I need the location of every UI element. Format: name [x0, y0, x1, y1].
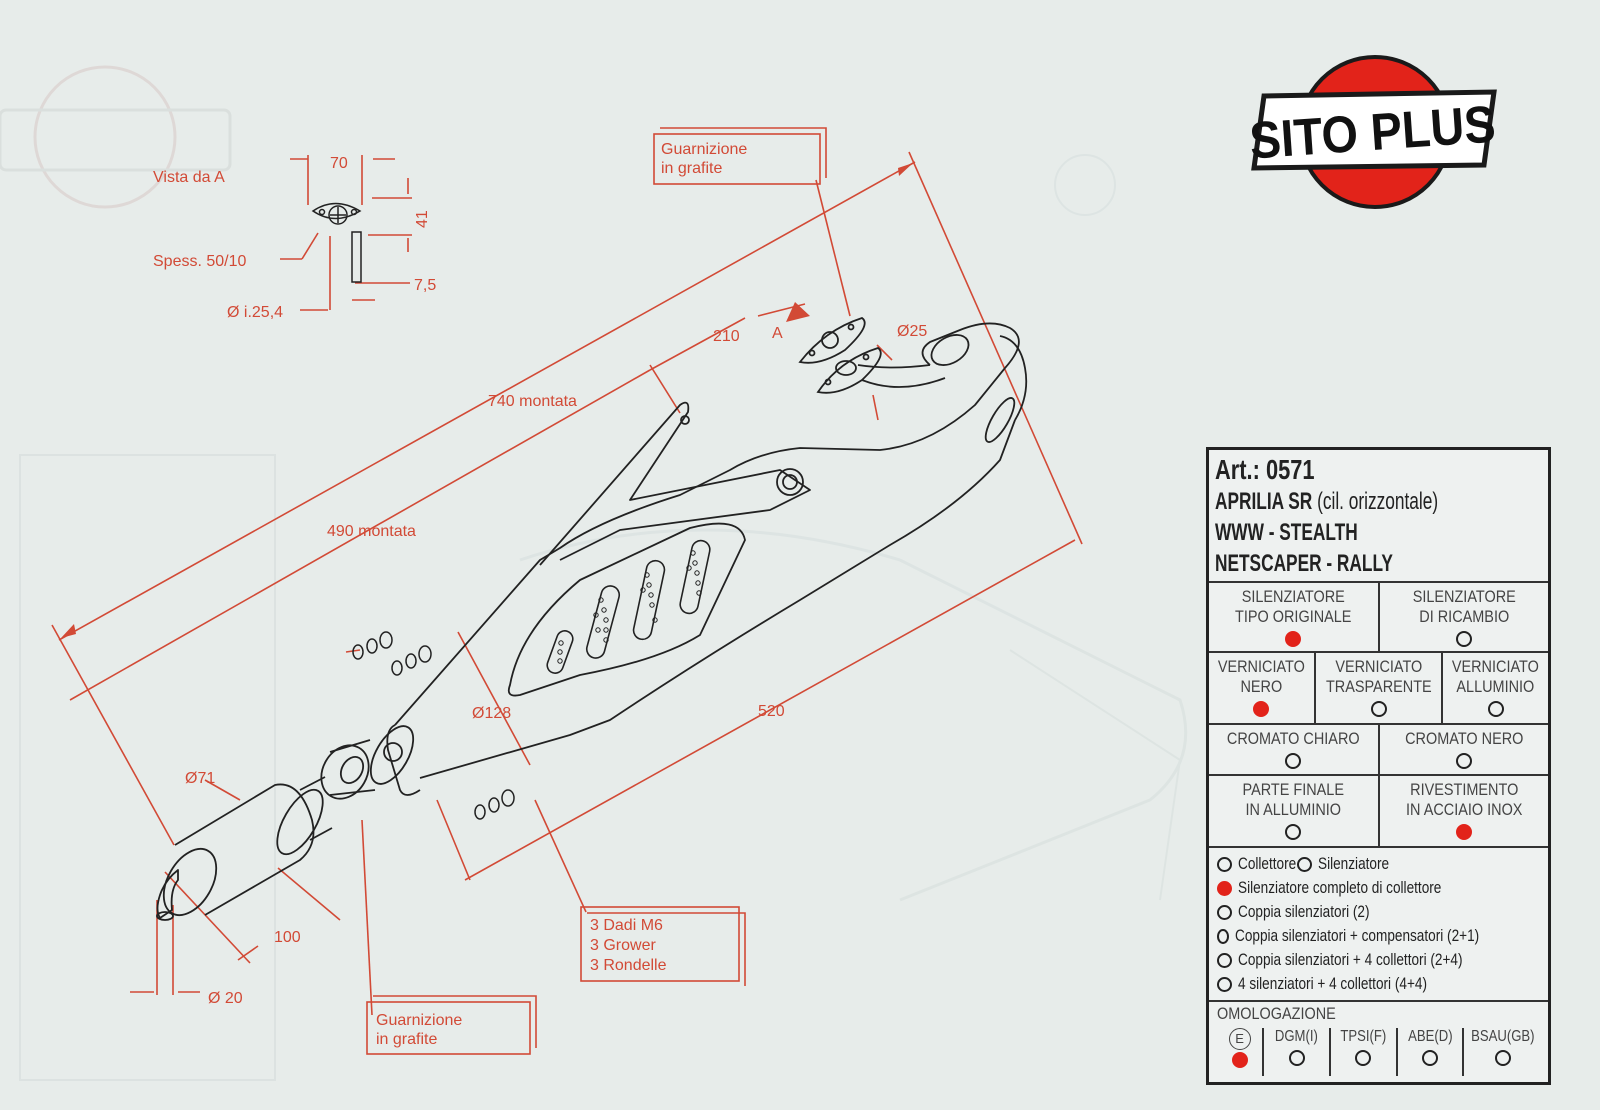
radio-selected-icon[interactable] [1455, 824, 1472, 840]
homologation-section: OMOLOGAZIONE E DGM(I) TPSI(F) ABE(D) BSA… [1209, 1002, 1548, 1076]
radio-empty-icon[interactable] [1285, 824, 1302, 840]
radio-empty-icon[interactable] [1217, 928, 1229, 944]
homologation-bsau[interactable]: BSAU(GB) [1464, 1028, 1542, 1076]
exhaust-pipe [156, 322, 1028, 921]
dim-d71: Ø71 [185, 770, 215, 787]
radio-empty-icon[interactable] [1495, 1050, 1512, 1066]
radio-empty-icon[interactable] [1455, 631, 1472, 647]
option-cromato-chiaro[interactable]: CROMATO CHIARO [1209, 725, 1380, 774]
radio-selected-icon[interactable] [1231, 1052, 1248, 1068]
article-code: 0571 [1265, 454, 1315, 485]
heat-shield-slots [546, 539, 711, 674]
homologation-tpsi[interactable]: TPSI(F) [1331, 1028, 1398, 1076]
homologation-abe[interactable]: ABE(D) [1398, 1028, 1465, 1076]
homologation-e[interactable]: E [1217, 1028, 1265, 1076]
option-coppia-silenziatori[interactable]: Coppia silenziatori (2) [1217, 900, 1540, 924]
model-line-3: NETSCAPER - RALLY [1215, 550, 1393, 577]
article-prefix: Art.: [1215, 454, 1260, 485]
radio-selected-icon[interactable] [1217, 880, 1232, 896]
gasket-note-top-box [653, 127, 827, 185]
model-list: APRILIA SR (cil. orizzontale) WWW - STEA… [1215, 486, 1542, 579]
sito-plus-logo: SITO PLUS [1248, 55, 1497, 209]
hardware-note-line2: 3 Grower [590, 937, 656, 954]
inner-diameter-label: Ø i.25,4 [227, 304, 283, 321]
model-line-2: WWW - STEALTH [1215, 519, 1358, 546]
background-ghost [0, 65, 1188, 1081]
hardware-note-line1: 3 Dadi M6 [590, 917, 663, 934]
exhaust-flanges [798, 317, 882, 394]
dim-490: 490 montata [327, 523, 416, 540]
radio-empty-icon[interactable] [1288, 1050, 1305, 1066]
radio-empty-icon[interactable] [1455, 753, 1472, 769]
e-mark-icon: E [1228, 1028, 1251, 1050]
gasket-note-top-line1: Guarnizione [661, 141, 747, 158]
article-number: Art.: 0571 [1215, 454, 1470, 486]
radio-empty-icon[interactable] [1296, 856, 1312, 872]
dim-70: 70 [330, 155, 348, 172]
radio-selected-icon[interactable] [1285, 631, 1302, 647]
dim-100: 100 [274, 929, 301, 946]
dim-740: 740 montata [488, 393, 577, 410]
view-a-detail [280, 155, 412, 311]
gasket-note-top-line2: in grafite [661, 160, 722, 177]
gasket-note-bottom-box [366, 995, 537, 1055]
configuration-options: Collettore Silenziatore Silenziatore com… [1209, 848, 1548, 1002]
chrome-row: CROMATO CHIARO CROMATO NERO [1209, 725, 1548, 776]
washer-sets [352, 631, 515, 820]
info-header: Art.: 0571 APRILIA SR (cil. orizzontale)… [1209, 450, 1548, 583]
option-cromato-nero[interactable]: CROMATO NERO [1380, 725, 1549, 774]
option-silenziatore-completo[interactable]: Silenziatore completo di collettore [1217, 876, 1540, 900]
dim-d25: Ø25 [897, 323, 927, 340]
dim-520: 520 [758, 703, 785, 720]
dim-d128: Ø128 [472, 705, 511, 722]
radio-empty-icon[interactable] [1422, 1050, 1438, 1066]
option-coppia-4-collettori[interactable]: Coppia silenziatori + 4 collettori (2+4) [1217, 948, 1540, 972]
model-line-1-note: (cil. orizzontale) [1317, 488, 1439, 515]
radio-empty-icon[interactable] [1355, 1050, 1372, 1066]
dimension-lines [51, 151, 1083, 1016]
dim-210: 210 [713, 328, 740, 345]
radio-selected-icon[interactable] [1253, 701, 1270, 717]
radio-empty-icon[interactable] [1217, 904, 1232, 920]
option-coppia-compensatori[interactable]: Coppia silenziatori + compensatori (2+1) [1217, 924, 1540, 948]
dim-d20: Ø 20 [208, 990, 243, 1007]
dim-7-5: 7,5 [414, 277, 436, 294]
flange-small [311, 202, 362, 283]
radio-empty-icon[interactable] [1217, 976, 1232, 992]
arrowheads [61, 163, 913, 638]
view-a-label: Vista da A [153, 169, 225, 186]
gasket-note-bottom-line1: Guarnizione [376, 1012, 462, 1029]
homologation-row: E DGM(I) TPSI(F) ABE(D) BSAU(GB) [1217, 1028, 1542, 1076]
thickness-label: Spess. 50/10 [153, 253, 247, 270]
view-a-marker: A [772, 325, 783, 342]
option-4-silenziatori[interactable]: 4 silenziatori + 4 collettori (4+4) [1217, 972, 1540, 996]
radio-empty-icon[interactable] [1217, 856, 1232, 872]
homologation-dgm[interactable]: DGM(I) [1264, 1028, 1331, 1076]
option-collettore-silenziatore[interactable]: Collettore Silenziatore [1217, 852, 1540, 876]
dim-41: 41 [414, 210, 431, 228]
radio-empty-icon[interactable] [1217, 952, 1232, 968]
hardware-note-line3: 3 Rondelle [590, 957, 667, 974]
radio-empty-icon[interactable] [1487, 701, 1504, 717]
model-line-1: APRILIA SR [1215, 488, 1313, 515]
radio-empty-icon[interactable] [1285, 753, 1302, 769]
gasket-note-bottom-line2: in grafite [376, 1031, 437, 1048]
homologation-title: OMOLOGAZIONE [1217, 1004, 1336, 1023]
product-info-table: Art.: 0571 APRILIA SR (cil. orizzontale)… [1206, 447, 1551, 1085]
hardware-note-box [580, 906, 746, 986]
heat-shield-holes [557, 550, 702, 664]
radio-empty-icon[interactable] [1370, 701, 1387, 717]
